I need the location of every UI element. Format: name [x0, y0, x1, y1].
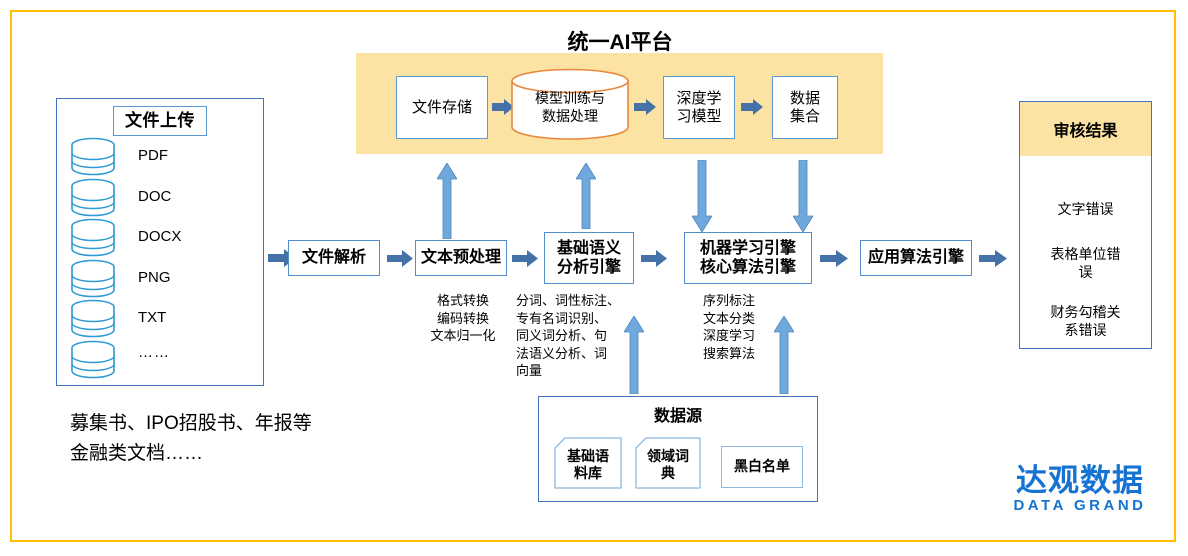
data-source-item-blacklist-whitelist[interactable]: 黑白名单: [721, 446, 803, 488]
datagrand-logo: 达观数据 DATA GRAND: [1000, 455, 1160, 527]
arrow-up-datasource-to-ml: [774, 316, 794, 394]
logo-chinese-text: 达观数据: [1016, 463, 1144, 498]
ai-node-deep-learning-model[interactable]: 深度学 习模型: [663, 76, 735, 139]
arrow-down-platform-to-ml-left: [692, 160, 712, 232]
arrow-preprocess-to-semantic: [512, 250, 538, 267]
unified-ai-platform-title: 统一AI平台: [567, 31, 673, 54]
upload-caption-line1: 募集书、IPO招股书、年报等: [70, 413, 312, 434]
file-upload-title: 文件上传: [113, 106, 207, 136]
ai-node-deep-learning-label-2: 习模型: [676, 107, 722, 125]
audit-result-title: 审核结果: [1020, 102, 1151, 156]
ai-node-file-storage[interactable]: 文件存储: [396, 76, 488, 139]
pipeline-step-applied-algo-engine[interactable]: 应用算法引擎: [860, 240, 972, 276]
pipeline-step-semantic-engine-label-2: 分析引擎: [556, 259, 621, 276]
ai-node-data-set-label-2: 集合: [789, 107, 820, 125]
arrow-up-datasource-to-semantic: [624, 316, 644, 394]
logo-english-text: DATA GRAND: [1013, 497, 1147, 514]
data-source-item-domain-dict[interactable]: 领域词 典: [635, 437, 701, 489]
upload-caption-line2: 金融类文档……: [70, 443, 204, 464]
audit-result-item-1: 表格单位错 误: [1050, 246, 1121, 281]
pipeline-step-ml-engine[interactable]: 机器学习引擎 核心算法引擎: [684, 232, 812, 284]
audit-result-item-0: 文字错误: [1057, 201, 1114, 217]
arrow-semantic-to-ml: [641, 250, 667, 267]
arrow-ml-to-applied: [820, 250, 848, 267]
arrow-deeplearning-to-dataset: [741, 99, 763, 115]
data-source-item-corpus-label: 基础语 料库: [567, 447, 609, 482]
pipeline-step-text-preprocess[interactable]: 文本预处理: [415, 240, 507, 276]
file-upload-panel: [56, 98, 264, 386]
note-semantic-engine: 分词、词性标注、 专有名词识别、 同义词分析、句 法语义分析、词 向量: [516, 293, 621, 379]
data-source-item-corpus[interactable]: 基础语 料库: [554, 437, 622, 489]
pipeline-step-text-preprocess-label: 文本预处理: [420, 249, 501, 267]
ai-node-model-training-label-1: 模型训练与: [535, 90, 605, 106]
arrow-up-parse-to-platform: [437, 163, 457, 239]
ai-node-data-set[interactable]: 数据 集合: [772, 76, 838, 139]
ai-node-deep-learning-label-1: 深度学: [676, 89, 722, 107]
pipeline-step-ml-engine-label-1: 机器学习引擎: [699, 239, 796, 257]
pipeline-step-ml-engine-label-2: 核心算法引擎: [699, 259, 796, 276]
arrow-applied-to-result: [979, 250, 1007, 267]
pipeline-step-semantic-engine[interactable]: 基础语义 分析引擎: [544, 232, 634, 284]
pipeline-step-applied-algo-engine-label: 应用算法引擎: [867, 249, 964, 267]
arrow-storage-to-training: [492, 99, 514, 115]
ai-node-model-training[interactable]: 模型训练与 数据处理: [510, 68, 630, 140]
arrow-up-semantic-to-platform: [576, 163, 596, 229]
data-source-item-domain-dict-label: 领域词 典: [647, 447, 689, 482]
arrow-down-platform-to-ml-right: [793, 160, 813, 232]
ai-node-data-set-label-1: 数据: [789, 89, 820, 107]
note-text-preprocess: 格式转换 编码转换 文本归一化: [430, 293, 496, 344]
pipeline-step-semantic-engine-label-1: 基础语义: [556, 239, 621, 257]
pipeline-step-file-parse-label: 文件解析: [301, 249, 366, 267]
pipeline-step-file-parse[interactable]: 文件解析: [288, 240, 380, 276]
ai-node-file-storage-label: 文件存储: [411, 98, 472, 116]
data-source-item-blacklist-whitelist-label: 黑白名单: [734, 458, 790, 475]
note-ml-engine: 序列标注 文本分类 深度学习 搜索算法: [703, 293, 756, 361]
ai-node-model-training-label-2: 数据处理: [542, 107, 598, 124]
audit-result-item-2: 财务勾稽关 系错误: [1050, 304, 1121, 339]
arrow-training-to-deeplearning: [634, 99, 656, 115]
data-source-title: 数据源: [653, 408, 702, 425]
arrow-parse-to-preprocess: [387, 250, 413, 267]
